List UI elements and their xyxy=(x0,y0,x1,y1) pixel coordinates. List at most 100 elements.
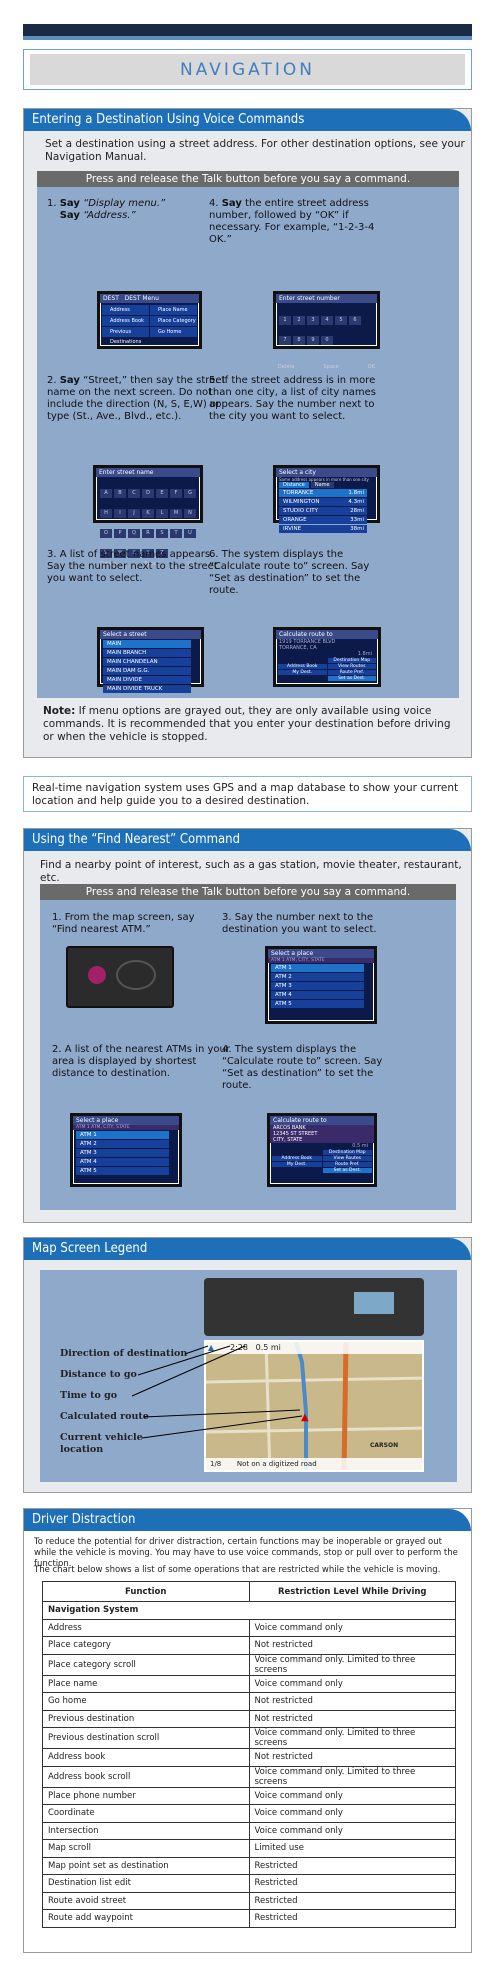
find-nearest-section: Using the “Find Nearest” Command Find a … xyxy=(23,828,472,1223)
list-item: ATM 5 xyxy=(271,1000,364,1008)
section-intro: Find a nearby point of interest, such as… xyxy=(40,859,462,884)
map-screen: 2:28 0.5 mi ▲ ▲ CARSON 1/8 Not on a digi… xyxy=(204,1340,424,1472)
menu-item-place-name: Place Name xyxy=(150,305,197,315)
function-cell: Coordinate xyxy=(42,1804,250,1823)
key: N xyxy=(184,509,196,518)
set-as-dest-button: Set as Dest. xyxy=(322,1168,372,1173)
restriction-cell: Restricted xyxy=(248,1874,456,1893)
distraction-paragraph-2: The chart below shows a list of some ope… xyxy=(34,1565,441,1575)
restriction-cell: Voice command only xyxy=(248,1804,456,1823)
realtime-info-box: Real-time navigation system uses GPS and… xyxy=(23,776,472,812)
calc-place: ARCOS BANK xyxy=(273,1125,306,1131)
section-title: Driver Distraction xyxy=(24,1509,471,1531)
calc-city: TORRANCE, CA xyxy=(279,645,317,651)
function-cell: Route add waypoint xyxy=(42,1909,250,1928)
step-4: 4. The system displays the “Calculate ro… xyxy=(222,1044,383,1091)
restriction-cell: Voice command only xyxy=(248,1674,456,1693)
section-title: Map Screen Legend xyxy=(24,1238,471,1260)
key: H xyxy=(100,509,112,518)
menu-item-address-book: Address Book xyxy=(102,316,149,326)
street-list-title: Select a street xyxy=(100,630,201,639)
restriction-cell: Restricted xyxy=(248,1891,456,1910)
menu-item-address: Address xyxy=(102,305,149,315)
tab-distance: Distance xyxy=(279,482,309,488)
step-6: 6. The system displays the “Calculate ro… xyxy=(209,549,370,596)
key: 9 xyxy=(307,336,319,345)
label-direction: Direction of destination xyxy=(60,1348,188,1359)
list-item: MAIN DAM G.G. xyxy=(103,667,191,675)
key: 5 xyxy=(335,316,347,325)
section-title: Entering a Destination Using Voice Comma… xyxy=(24,109,471,131)
key: 8 xyxy=(293,336,305,345)
address-book-button: Address Book xyxy=(278,664,327,669)
note-text: Note: If menu options are grayed out, th… xyxy=(43,705,451,743)
place-title: Select a place xyxy=(268,949,374,958)
driver-distraction-section: Driver Distraction To reduce the potenti… xyxy=(23,1508,472,1953)
city-name: WILMINGTON xyxy=(283,499,320,505)
street-name-title: Enter street name xyxy=(96,468,200,477)
list-item: MAIN BRANCH xyxy=(103,649,191,657)
dest-menu-screen: DEST DEST Menu Address Place Name Addres… xyxy=(97,291,202,349)
restriction-cell: Not restricted xyxy=(248,1748,456,1767)
city-distance: 1.8mi xyxy=(348,490,364,496)
calc-address: 12345 ST STREET xyxy=(273,1131,318,1137)
restriction-cell: Limited use xyxy=(248,1839,456,1858)
key: 7 xyxy=(279,336,291,345)
col-function: Function xyxy=(42,1581,250,1602)
nav-display-icon xyxy=(354,1292,394,1314)
city-name: IRVINE xyxy=(283,526,302,532)
function-cell: Place category scroll xyxy=(42,1653,250,1676)
step-5: 5. If the street address is in more than… xyxy=(209,375,377,422)
function-cell: Map point set as destination xyxy=(42,1856,250,1875)
city-distance: 33mi xyxy=(350,517,364,523)
function-cell: Place name xyxy=(42,1674,250,1693)
my-dest-button: My Dest. xyxy=(278,670,327,675)
restriction-cell: Voice command only xyxy=(248,1821,456,1840)
table-group-header: Navigation System xyxy=(42,1601,456,1620)
section-intro: Set a destination using a street address… xyxy=(45,138,465,163)
place-title: Select a place xyxy=(73,1116,179,1125)
key: T xyxy=(170,529,182,538)
talk-banner: Press and release the Talk button before… xyxy=(37,171,459,187)
menu-item-previous-destinations: Previous Destinations xyxy=(102,327,149,345)
city-title: Select a city xyxy=(276,468,377,477)
restriction-cell: Voice command only xyxy=(248,1786,456,1805)
list-item: MAIN xyxy=(103,640,191,648)
function-cell: Place category xyxy=(42,1636,250,1655)
map-scale: 1/8 xyxy=(210,1460,222,1468)
function-cell: Address book scroll xyxy=(42,1765,250,1788)
set-as-dest-button: Set as Dest. xyxy=(327,676,376,681)
function-cell: Map scroll xyxy=(42,1839,250,1858)
legend-panel: 2:28 0.5 mi ▲ ▲ CARSON 1/8 Not on a digi… xyxy=(40,1270,457,1482)
route-pref-button: Route Pref. xyxy=(322,1162,372,1167)
list-item: MAIN DIVIDE TRUCK xyxy=(103,685,191,693)
key: R xyxy=(142,529,154,538)
list-item: ATM 5 xyxy=(76,1167,169,1175)
place-subtitle: ATM 1 ATM, CITY, STATE xyxy=(268,958,374,963)
calc-city: CITY, STATE xyxy=(273,1137,303,1143)
restriction-cell: Restricted xyxy=(248,1909,456,1928)
calc-address: 1919 TORRANCE BLVD xyxy=(279,639,336,645)
step-2: 2. A list of the nearest ATMs in your ar… xyxy=(52,1044,230,1079)
calc-distance: 0.5 mi xyxy=(352,1143,368,1149)
restriction-cell: Restricted xyxy=(248,1856,456,1875)
list-item: ATM 2 xyxy=(76,1140,169,1148)
key: J xyxy=(128,509,140,518)
route-pref-button: Route Pref. xyxy=(327,670,376,675)
restriction-cell: Voice command only. Limited to three scr… xyxy=(248,1727,456,1749)
key: Q xyxy=(128,529,140,538)
function-cell: Route avoid street xyxy=(42,1891,250,1910)
calc-title: Calculate route to xyxy=(276,630,378,639)
restriction-cell: Voice command only xyxy=(248,1618,456,1637)
